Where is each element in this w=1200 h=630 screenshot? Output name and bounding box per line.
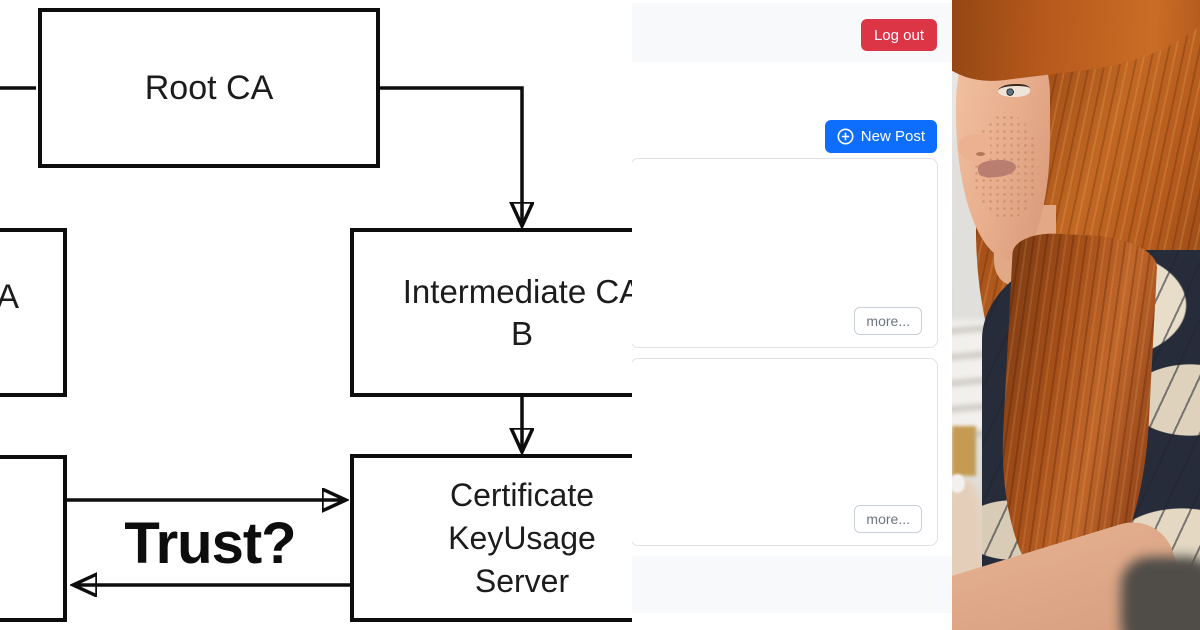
portrait-photo xyxy=(952,0,1200,630)
post-card: more... xyxy=(632,158,938,348)
blog-app-panel: Log out New Post more... more... xyxy=(632,0,952,630)
node-server-label-line1: Certificate xyxy=(449,476,595,513)
more-button[interactable]: more... xyxy=(854,307,922,335)
node-root-ca-label: Root CA xyxy=(144,69,274,107)
node-intermediate-ca-b-label-line2: B xyxy=(510,314,533,352)
node-intermediate-ca-a-label: A xyxy=(0,278,19,316)
node-server-label-line3: Server xyxy=(474,562,570,599)
diagram-connectors xyxy=(0,86,632,630)
node-intermediate-ca-b: Intermediate CA B xyxy=(350,228,632,397)
photo-nose xyxy=(958,134,990,162)
post-card: more... xyxy=(632,358,938,546)
node-certificate-keyusage-server: Certificate KeyUsage Server xyxy=(350,454,632,622)
photo-eye xyxy=(998,84,1030,97)
photo-chair-detail xyxy=(1121,557,1200,630)
ca-trust-diagram: Root CA A Intermediate CA B Certificate … xyxy=(0,8,632,630)
node-server-label-line2: KeyUsage xyxy=(448,519,596,556)
app-bottom-navy-bar xyxy=(636,621,952,630)
node-client xyxy=(0,455,67,622)
new-post-button-label: New Post xyxy=(860,128,925,145)
app-footer-bar xyxy=(632,556,952,613)
logout-button[interactable]: Log out xyxy=(860,19,937,51)
node-root-ca: Root CA xyxy=(38,8,380,168)
trust-question-label: Trust? xyxy=(124,511,296,576)
photo-nostril xyxy=(976,152,985,156)
edge-root-to-intermediate-b xyxy=(380,86,522,224)
more-button[interactable]: more... xyxy=(854,505,922,533)
new-post-button[interactable]: New Post xyxy=(824,120,937,153)
photo-wood-detail xyxy=(952,426,976,476)
plus-circle-icon xyxy=(837,128,854,145)
node-intermediate-ca-a: A xyxy=(0,228,67,397)
node-intermediate-ca-b-label-line1: Intermediate CA xyxy=(402,272,632,310)
photo-watch-detail xyxy=(952,474,965,493)
